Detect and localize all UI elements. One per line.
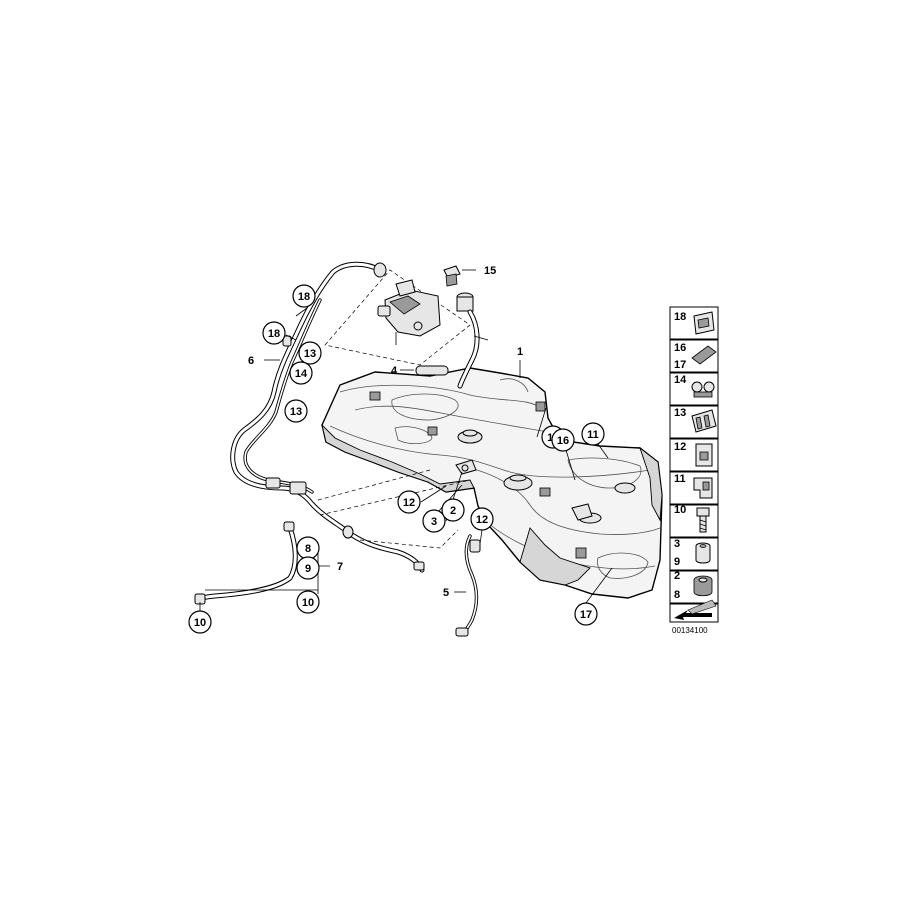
direction-arrow-icon: [674, 599, 717, 620]
label-7: 7: [337, 561, 343, 573]
svg-text:10: 10: [674, 504, 686, 516]
svg-text:13: 13: [290, 406, 302, 418]
callout-10a: 10: [296, 590, 320, 614]
svg-text:3: 3: [431, 516, 437, 528]
svg-text:10: 10: [302, 597, 314, 609]
svg-text:12: 12: [674, 441, 686, 453]
svg-text:12: 12: [403, 497, 415, 509]
label-1: 1: [517, 346, 523, 358]
filler-cap-part-15: [443, 265, 476, 287]
reference-number: 00134100: [672, 626, 708, 635]
svg-text:17: 17: [580, 609, 592, 621]
legend-row-10: 10: [669, 504, 719, 538]
svg-text:13: 13: [304, 348, 316, 360]
callout-9: 9: [296, 556, 320, 580]
bolt-icon: [696, 507, 710, 533]
svg-text:11: 11: [674, 473, 686, 485]
legend-row-18: 18: [669, 306, 719, 340]
legend-row-11: 11: [669, 471, 719, 505]
clamp-nut-icon: [695, 443, 713, 467]
evap-valve-assembly: [324, 269, 471, 366]
svg-text:16: 16: [674, 342, 686, 354]
svg-text:13: 13: [674, 407, 686, 419]
label-6: 6: [248, 355, 254, 367]
svg-text:18: 18: [268, 328, 280, 340]
label-5: 5: [443, 587, 449, 599]
legend-row-arrow: [669, 599, 719, 623]
legend-row-3-9: 3 9: [669, 537, 719, 571]
svg-text:14: 14: [674, 374, 687, 386]
label-15: 15: [484, 265, 496, 277]
legend-panel: 18 16 17 14 13: [669, 306, 719, 635]
svg-text:3: 3: [674, 538, 680, 550]
svg-text:11: 11: [587, 429, 599, 441]
callout-11b: 11: [581, 422, 605, 446]
double-clip-icon: [691, 381, 715, 398]
callout-14: 14: [289, 361, 313, 385]
callout-2: 2: [441, 498, 465, 522]
svg-text:17: 17: [674, 359, 686, 371]
svg-text:12: 12: [476, 514, 488, 526]
callout-13a: 13: [298, 341, 322, 365]
svg-text:16: 16: [557, 435, 569, 447]
rubber-grommet-icon: [693, 575, 713, 597]
legend-row-14: 14: [669, 372, 719, 406]
tank-strap-part-4: [400, 365, 449, 376]
line-holder-icon: [691, 409, 717, 433]
callout-18b: 18: [262, 321, 286, 345]
svg-text:14: 14: [295, 368, 308, 380]
callout-17: 17: [574, 602, 598, 626]
bracket-clip-icon: [693, 477, 713, 499]
legend-row-12: 12: [669, 438, 719, 472]
callout-13b: 13: [284, 399, 308, 423]
sensor-line-part-5: [455, 534, 481, 637]
callout-12a: 12: [397, 490, 421, 514]
label-4: 4: [391, 365, 398, 377]
svg-text:10: 10: [194, 617, 206, 629]
callout-8: 8: [296, 536, 320, 560]
fuel-tank: [321, 367, 663, 599]
callout-16: 16: [551, 428, 575, 452]
svg-text:8: 8: [674, 589, 680, 601]
svg-text:2: 2: [674, 570, 680, 582]
svg-text:9: 9: [674, 556, 680, 568]
spacer-sleeve-icon: [695, 542, 711, 564]
svg-text:18: 18: [674, 311, 686, 323]
legend-row-16-17: 16 17: [669, 339, 719, 373]
legend-row-2-8: 2 8: [669, 570, 719, 604]
fuel-line-part-6: [230, 261, 471, 573]
fuel-line-part-7: [194, 521, 298, 605]
svg-text:2: 2: [450, 505, 456, 517]
callout-3: 3: [422, 509, 446, 533]
svg-text:8: 8: [305, 543, 311, 555]
foam-pad-icon: [691, 345, 717, 365]
svg-text:9: 9: [305, 563, 311, 575]
callout-10b: 10: [188, 610, 212, 634]
legend-row-13: 13: [669, 405, 719, 439]
hose-clip-icon: [693, 311, 715, 335]
callout-12b: 12: [470, 507, 494, 531]
filler-vent-hose: [456, 292, 489, 389]
svg-text:18: 18: [298, 291, 310, 303]
callout-18a: 18: [292, 284, 316, 308]
